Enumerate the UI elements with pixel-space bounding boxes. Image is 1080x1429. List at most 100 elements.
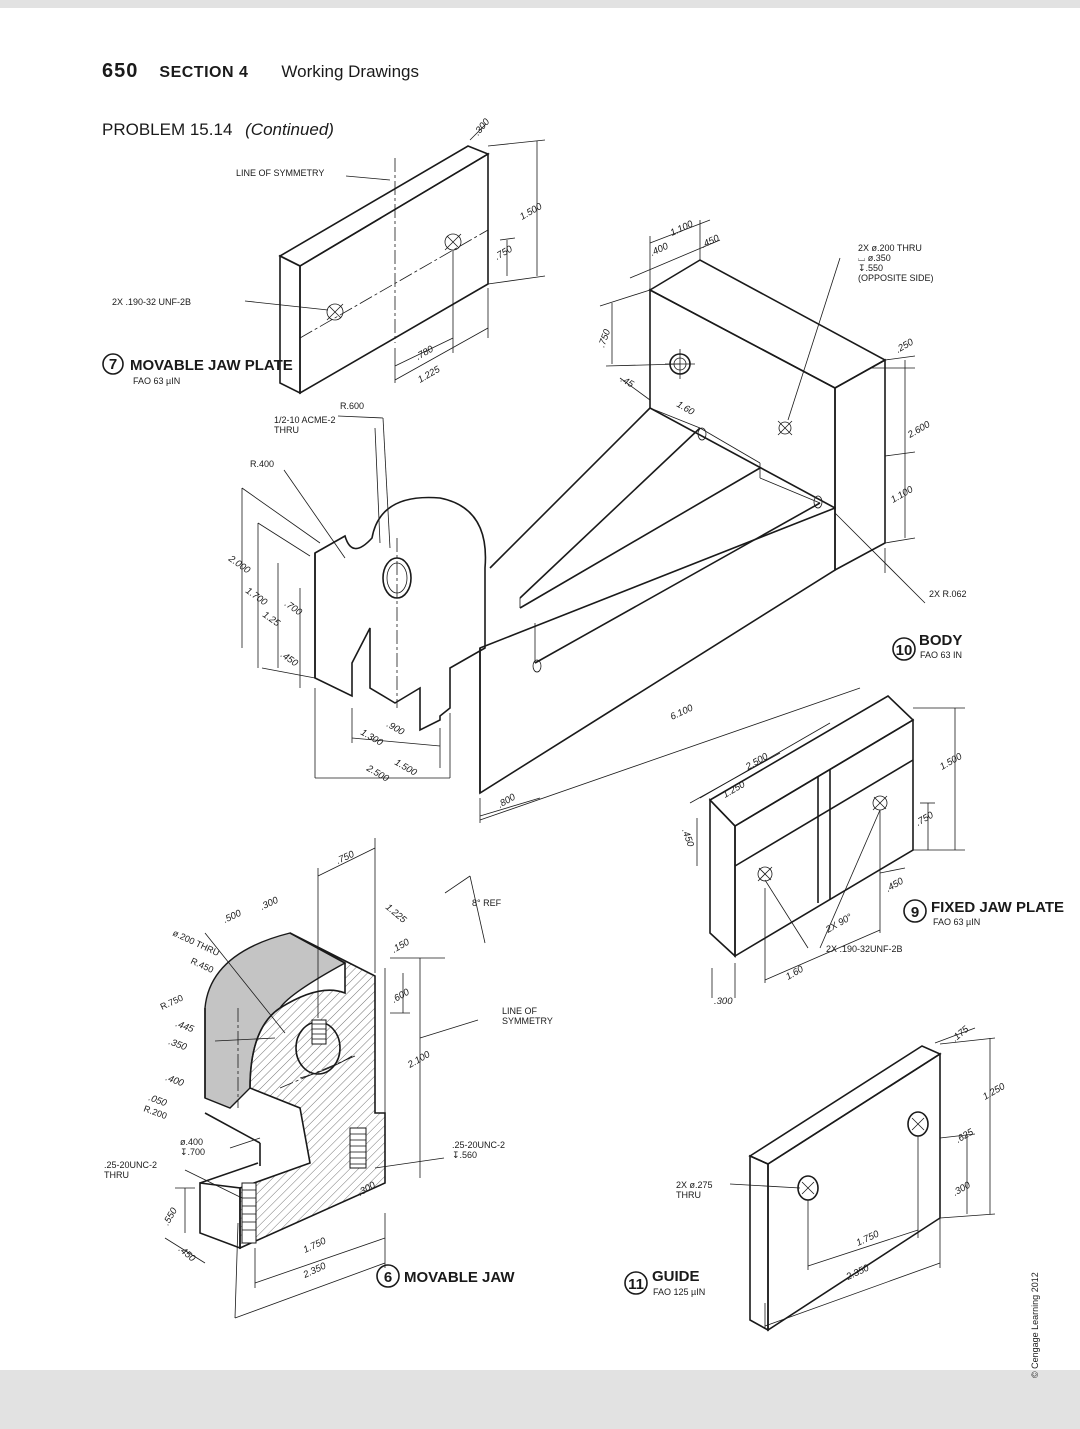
working-drawing: .300 1.500 .750 .780 1.225 LINE OF SYMME… (102, 116, 1064, 1332)
guide-d1250-dim: 1.250 (981, 1081, 1008, 1103)
section-label: SECTION 4 (159, 64, 249, 81)
mj-part-number: 6 (384, 1269, 392, 1286)
fjp-title: FIXED JAW PLATE (931, 899, 1064, 916)
movable-jaw-plate: .300 1.500 .750 .780 1.225 LINE OF SYMME… (102, 116, 546, 395)
fjp-angle-dim: 2X 90° (823, 912, 854, 936)
body-depth-callout: ↧.550 (858, 263, 883, 273)
body-d2500-dim: 2.500 (364, 763, 392, 785)
fixed-jaw-plate: 2.500 1.250 .450 1.500 .750 .450 2X 90° … (679, 695, 1064, 1007)
body-d1100-dim: 1.100 (669, 218, 696, 238)
fjp-d1500-dim: 1.500 (938, 751, 965, 773)
guide-part-number: 11 (628, 1276, 644, 1293)
guide-d1750-dim: 1.750 (855, 1228, 882, 1248)
body-finish: FAO 63 IN (920, 650, 962, 660)
page-header: 650 SECTION 4 Working Drawings (102, 60, 419, 84)
guide-holes-callout: 2X ø.275 (676, 1180, 713, 1190)
jaw-plate-part-number: 7 (109, 356, 117, 373)
fjp-d1250-dim: 1.250 (721, 779, 748, 801)
movable-jaw: .750 .300 .500 1.225 .150 .600 2.100 .44… (104, 838, 553, 1319)
mj-tap-callout: .25-20UNC-2 (104, 1160, 157, 1170)
guide-d2350-dim: 2.350 (844, 1262, 872, 1283)
jaw-plate-title: MOVABLE JAW PLATE (130, 357, 293, 374)
jaw-plate-height-dim: 1.500 (518, 201, 545, 223)
guide-thru-callout: THRU (676, 1190, 701, 1200)
mj-d1750-dim: 1.750 (302, 1235, 329, 1255)
mj-r450-callout: R.450 (189, 956, 215, 975)
mj-d1225-dim: 1.225 (383, 902, 409, 926)
body: 2X ø.200 THRU ⌴ ø.350 ↧.550 (OPPOSITE SI… (225, 218, 967, 823)
body-r062-callout: 2X R.062 (929, 589, 967, 599)
body-d160-dim: 1.60 (675, 399, 697, 418)
body-r600-callout: R.600 (340, 401, 364, 411)
mj-d2350-dim: 2.350 (301, 1260, 329, 1281)
body-acme-callout: 1/2-10 ACME-2 (274, 415, 336, 425)
problem-continued: (Continued) (245, 120, 334, 139)
mj-d150-dim: .150 (390, 936, 412, 955)
body-d2600-dim: 2.600 (905, 419, 933, 441)
mj-d500-dim: .500 (222, 908, 244, 926)
jaw-plate-holes-callout: 2X .190-32 UNF-2B (112, 297, 191, 307)
guide-title: GUIDE (652, 1268, 700, 1285)
body-part-number: 10 (896, 642, 913, 659)
mj-d550-dim: .550 (161, 1205, 180, 1227)
mj-hole400-callout: ø.400 (180, 1137, 203, 1147)
jaw-plate-finish: FAO 63 µIN (133, 376, 180, 386)
mj-ref-callout: 8° REF (472, 898, 502, 908)
mj-d300-dim: .300 (259, 895, 281, 913)
mj-depth700-callout: ↧.700 (180, 1147, 205, 1157)
body-title: BODY (919, 632, 962, 649)
mj-d400-dim: .400 (164, 1072, 186, 1089)
body-d250-dim: .250 (894, 336, 916, 355)
fjp-finish: FAO 63 µIN (933, 917, 980, 927)
mj-title: MOVABLE JAW (404, 1269, 515, 1286)
guide-d300-dim: .300 (951, 1179, 973, 1198)
jaw-plate-width-dim: 1.225 (416, 364, 443, 386)
fjp-d2500-dim: 2.500 (743, 751, 771, 773)
body-r400-callout: R.400 (250, 459, 274, 469)
fjp-d450b-dim: .450 (884, 875, 906, 894)
body-d1100b-dim: 1.100 (889, 484, 916, 506)
body-d1500-dim: 1.500 (393, 757, 420, 779)
body-thru-callout: THRU (274, 425, 299, 435)
mj-d2100-dim: 2.100 (405, 1049, 433, 1071)
body-d400-dim: .400 (649, 241, 671, 259)
body-d1700-dim: 1.700 (243, 585, 269, 608)
jaw-plate-hole-height-dim: .750 (493, 243, 515, 262)
body-cbore-callout: ⌴ ø.350 (858, 253, 891, 263)
fjp-d450-dim: .450 (679, 827, 696, 849)
mj-depth560-callout: ↧.560 (452, 1150, 477, 1160)
body-d750-dim: .750 (596, 327, 613, 349)
mj-d450-dim: .450 (176, 1244, 198, 1265)
mj-hole200-callout: ø.200 THRU (171, 928, 221, 958)
guide-finish: FAO 125 µIN (653, 1287, 705, 1297)
fjp-d300-dim: .300 (714, 996, 733, 1007)
body-holes-callout: 2X ø.200 THRU (858, 243, 922, 253)
fjp-part-number: 9 (911, 904, 919, 921)
section-title: Working Drawings (281, 62, 419, 81)
fjp-d160-dim: 1.60 (784, 963, 806, 982)
mj-d445-dim: .445 (174, 1018, 196, 1035)
mj-symmetry-label: LINE OF (502, 1006, 538, 1016)
body-d700-dim: .700 (282, 598, 304, 618)
mj-d350-dim: .350 (167, 1036, 189, 1053)
body-d450-dim: .450 (700, 233, 722, 251)
fjp-d750-dim: .750 (914, 809, 936, 828)
page-number: 650 (102, 60, 139, 82)
mj-tap2-callout: .25-20UNC-2 (452, 1140, 505, 1150)
body-d1300-dim: 1.300 (359, 727, 386, 749)
page: 650 SECTION 4 Working Drawings PROBLEM 1… (0, 8, 1080, 1378)
jaw-plate-symmetry-label: LINE OF SYMMETRY (236, 168, 324, 178)
mj-symmetry-label-2: SYMMETRY (502, 1016, 553, 1026)
fjp-holes-callout: 2X .190-32UNF-2B (826, 944, 903, 954)
body-d450b-dim: .450 (278, 649, 300, 669)
problem-heading: PROBLEM 15.14 (Continued) (102, 120, 334, 140)
mj-d750-dim: .750 (335, 849, 357, 867)
mj-d600-dim: .600 (390, 986, 412, 1005)
jaw-plate-thickness-dim: .300 (472, 116, 493, 138)
body-d125-dim: 1.25 (260, 609, 282, 629)
jaw-plate-hole-spacing-dim: .780 (414, 343, 436, 362)
problem-label: PROBLEM 15.14 (102, 120, 233, 139)
guide-d625-dim: .625 (954, 1126, 976, 1145)
body-d900-dim: .900 (385, 719, 407, 738)
mj-r750-callout: R.750 (159, 993, 185, 1012)
